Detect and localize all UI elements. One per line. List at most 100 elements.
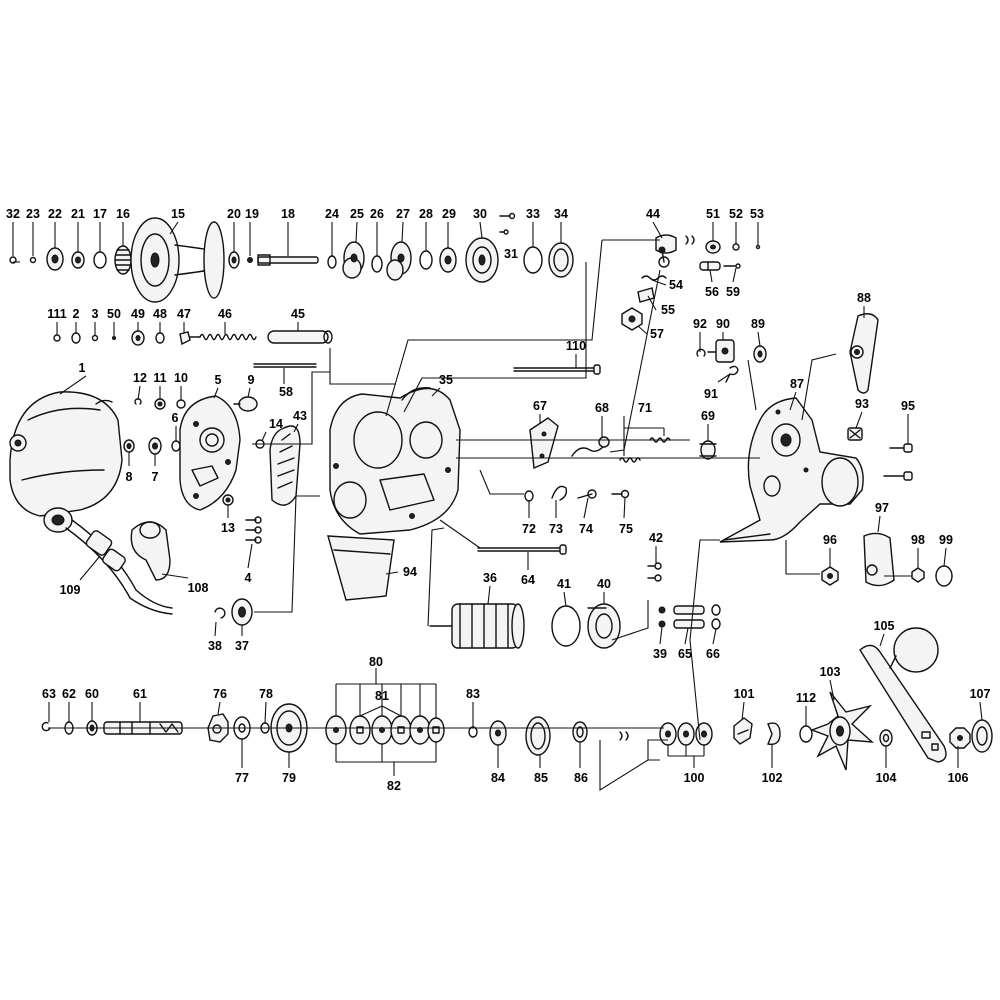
label-73: 73 [549, 522, 563, 536]
label-25: 25 [350, 207, 364, 221]
label-77: 77 [235, 771, 249, 785]
part-108-clip [130, 521, 171, 581]
part-89 [753, 345, 767, 363]
left-side-assembly [9, 363, 317, 626]
part-64-screw [477, 544, 567, 555]
label-17: 17 [93, 207, 107, 221]
part-97 [863, 532, 895, 587]
label-81: 81 [375, 689, 389, 703]
label-48: 48 [153, 307, 167, 321]
top-row-parts [9, 212, 574, 303]
part-24 [327, 255, 337, 269]
label-93: 93 [855, 397, 869, 411]
label-29: 29 [442, 207, 456, 221]
part-110-screw [513, 364, 601, 375]
label-22: 22 [48, 207, 62, 221]
part-18 [257, 254, 319, 266]
label-58: 58 [279, 385, 293, 399]
label-12: 12 [133, 371, 147, 385]
part-31 [499, 212, 516, 235]
label-82: 82 [387, 779, 401, 793]
part-98 [911, 567, 925, 583]
part-100 [659, 722, 713, 746]
label-leaders [12, 221, 983, 776]
part-104 [879, 729, 893, 747]
part-22 [46, 247, 64, 271]
part-9-gear [233, 396, 258, 412]
label-8: 8 [126, 470, 133, 484]
part-13 [222, 494, 234, 506]
part-72 [524, 490, 534, 502]
label-99: 99 [939, 533, 953, 547]
part-92 [696, 348, 706, 357]
label-2: 2 [73, 307, 80, 321]
part-7 [148, 437, 162, 455]
label-98: 98 [911, 533, 925, 547]
part-88 [849, 313, 879, 394]
label-6: 6 [172, 411, 179, 425]
mid-right-parts [524, 417, 717, 502]
part-27 [386, 241, 412, 281]
part-15 [130, 217, 225, 303]
part-105-handle [859, 627, 947, 763]
part-69 [699, 440, 717, 460]
label-60: 60 [85, 687, 99, 701]
part-102 [767, 722, 781, 745]
part-46 [189, 333, 257, 341]
label-49: 49 [131, 307, 145, 321]
part-90 [707, 339, 735, 363]
label-66: 66 [706, 647, 720, 661]
part-41-oring [551, 605, 581, 647]
label-4: 4 [245, 571, 252, 585]
part-19 [247, 257, 253, 263]
part-12-11-10 [134, 398, 186, 410]
label-24: 24 [325, 207, 339, 221]
label-69: 69 [701, 409, 715, 423]
label-23: 23 [26, 207, 40, 221]
part-17 [93, 251, 107, 269]
part-63 [41, 721, 51, 732]
label-34: 34 [554, 207, 568, 221]
part-30 [465, 237, 499, 283]
part-36-motor [429, 603, 525, 649]
break-mark-bottom [619, 731, 629, 741]
part-58-rod [253, 363, 317, 368]
label-79: 79 [282, 771, 296, 785]
label-33: 33 [526, 207, 540, 221]
part-109-cord [65, 519, 173, 615]
label-30: 30 [473, 207, 487, 221]
part-50 [112, 336, 116, 340]
label-55: 55 [661, 303, 675, 317]
part-84 [489, 720, 507, 746]
part-91 [725, 365, 739, 383]
label-83: 83 [466, 687, 480, 701]
label-102: 102 [762, 771, 783, 785]
label-74: 74 [579, 522, 593, 536]
label-46: 46 [218, 307, 232, 321]
upper-right-parts [621, 234, 761, 331]
label-96: 96 [823, 533, 837, 547]
label-53: 53 [750, 207, 764, 221]
label-18: 18 [281, 207, 295, 221]
label-32: 32 [6, 207, 20, 221]
part-95-screws [883, 443, 913, 481]
label-42: 42 [649, 531, 663, 545]
part-4-screws [245, 516, 262, 544]
part-44 [655, 234, 677, 268]
label-40: 40 [597, 577, 611, 591]
part-40-cap [587, 603, 621, 649]
part-55 [637, 287, 655, 303]
label-9: 9 [248, 373, 255, 387]
label-107: 107 [970, 687, 991, 701]
part-106 [949, 727, 971, 749]
label-43: 43 [293, 409, 307, 423]
part-67 [529, 417, 559, 470]
label-56: 56 [705, 285, 719, 299]
label-97: 97 [875, 501, 889, 515]
label-101: 101 [734, 687, 755, 701]
label-39: 39 [653, 647, 667, 661]
part-101 [733, 717, 753, 745]
label-110: 110 [566, 339, 586, 353]
label-20: 20 [227, 207, 241, 221]
part-59 [723, 263, 741, 269]
